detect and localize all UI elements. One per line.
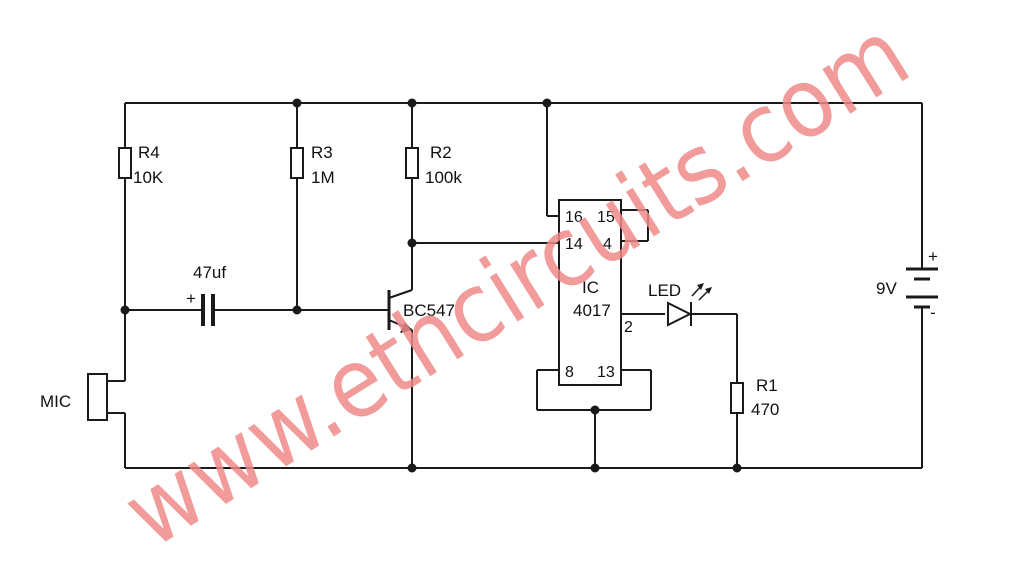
- pin-2: 2: [624, 319, 633, 336]
- pin-13: 13: [597, 364, 615, 381]
- cap-value: 47uf: [193, 263, 226, 282]
- pin-15: 15: [597, 209, 615, 226]
- r3-name: R3: [311, 143, 333, 162]
- pin-16: 16: [565, 209, 583, 226]
- pin-4: 4: [603, 236, 612, 253]
- led: [667, 283, 737, 327]
- resistor-r2: [405, 103, 419, 290]
- r1-name: R1: [756, 376, 778, 395]
- battery-label: 9V: [876, 279, 897, 298]
- r1-value: 470: [751, 400, 779, 419]
- ic-4017: [536, 103, 665, 468]
- ic-name: IC: [582, 278, 599, 297]
- resistor-r1: [730, 314, 744, 468]
- junction-dots: [120, 98, 742, 473]
- r4-value: 10K: [133, 168, 164, 187]
- transistor-label: BC547: [403, 301, 455, 320]
- microphone: [87, 373, 126, 468]
- battery-9v: [906, 103, 938, 468]
- resistor-r3: [290, 103, 304, 310]
- watermark: www.ethcircuits.com: [105, 0, 928, 570]
- pin-8: 8: [565, 364, 574, 381]
- ic-part: 4017: [573, 301, 611, 320]
- r2-name: R2: [430, 143, 452, 162]
- led-label: LED: [648, 281, 681, 300]
- mic-label: MIC: [40, 392, 71, 411]
- cap-plus: +: [186, 289, 196, 308]
- transistor-bc547: [387, 289, 413, 468]
- pin-14: 14: [565, 236, 583, 253]
- r3-value: 1M: [311, 168, 335, 187]
- r2-value: 100k: [425, 168, 462, 187]
- resistor-r4: [118, 103, 132, 381]
- batt-minus: -: [930, 303, 936, 322]
- batt-plus: +: [928, 247, 938, 266]
- r4-name: R4: [138, 143, 160, 162]
